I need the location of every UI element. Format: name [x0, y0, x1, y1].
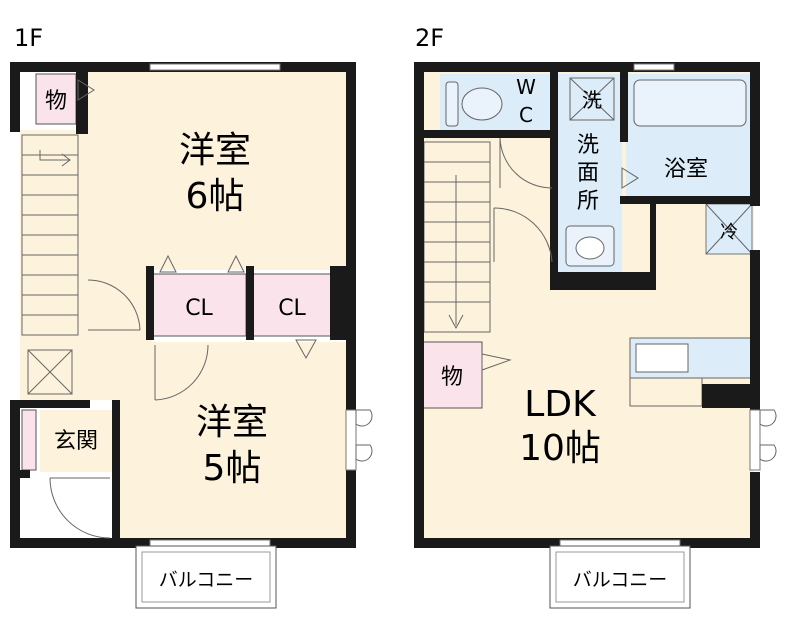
- storage-label-2f: 物: [441, 365, 463, 390]
- storage-1f: [35, 73, 77, 125]
- floor-label-2f: 2F: [415, 24, 444, 52]
- toilet-label-w: W: [516, 75, 536, 99]
- floor-1f: 1F: [10, 24, 373, 609]
- toilet-label-c: C: [519, 103, 533, 127]
- floor-label-1f: 1F: [14, 24, 43, 52]
- shoe-box: [21, 409, 37, 471]
- balcony-label-2f: バルコニー: [573, 569, 668, 591]
- storage-2f: [421, 341, 483, 409]
- balcony-label-1f: バルコニー: [159, 569, 254, 591]
- western-room-6-size: 6帖: [186, 176, 245, 217]
- doors-2f: [481, 137, 777, 462]
- western-room-5-fill: [120, 342, 350, 540]
- washroom-label-3: 所: [577, 189, 599, 214]
- closet-b: [251, 273, 333, 337]
- ldk-size: 10帖: [519, 428, 601, 469]
- western-room-6-fill: [88, 70, 350, 270]
- entrance-label: 玄関: [54, 429, 98, 454]
- balcony-1f: [135, 545, 277, 609]
- closet-a: [151, 273, 247, 337]
- western-room-6-name: 洋室: [179, 130, 251, 171]
- fixtures-2f: [445, 77, 755, 407]
- closet-a-label: CL: [185, 296, 213, 321]
- storage-label-1f: 物: [45, 89, 67, 114]
- western-room-5-size: 5帖: [203, 448, 262, 489]
- washer-label: 洗: [582, 88, 602, 112]
- balcony-2f: [549, 545, 691, 609]
- entrance-fill: [40, 410, 112, 472]
- washroom-label-1: 洗: [577, 133, 599, 158]
- closet-b-label: CL: [278, 296, 306, 321]
- doors-1f: [49, 79, 373, 539]
- bath-label: 浴室: [664, 157, 708, 182]
- ldk-name: LDK: [524, 384, 597, 425]
- washroom-label-2: 面: [577, 161, 599, 186]
- under-stair-x: [27, 349, 73, 395]
- floor-2f: 2F: [414, 24, 777, 609]
- stairs-1f: [21, 134, 79, 336]
- corridor-1f-fill: [88, 270, 152, 400]
- fridge-label: 冷: [720, 222, 738, 243]
- western-room-5-name: 洋室: [196, 402, 268, 443]
